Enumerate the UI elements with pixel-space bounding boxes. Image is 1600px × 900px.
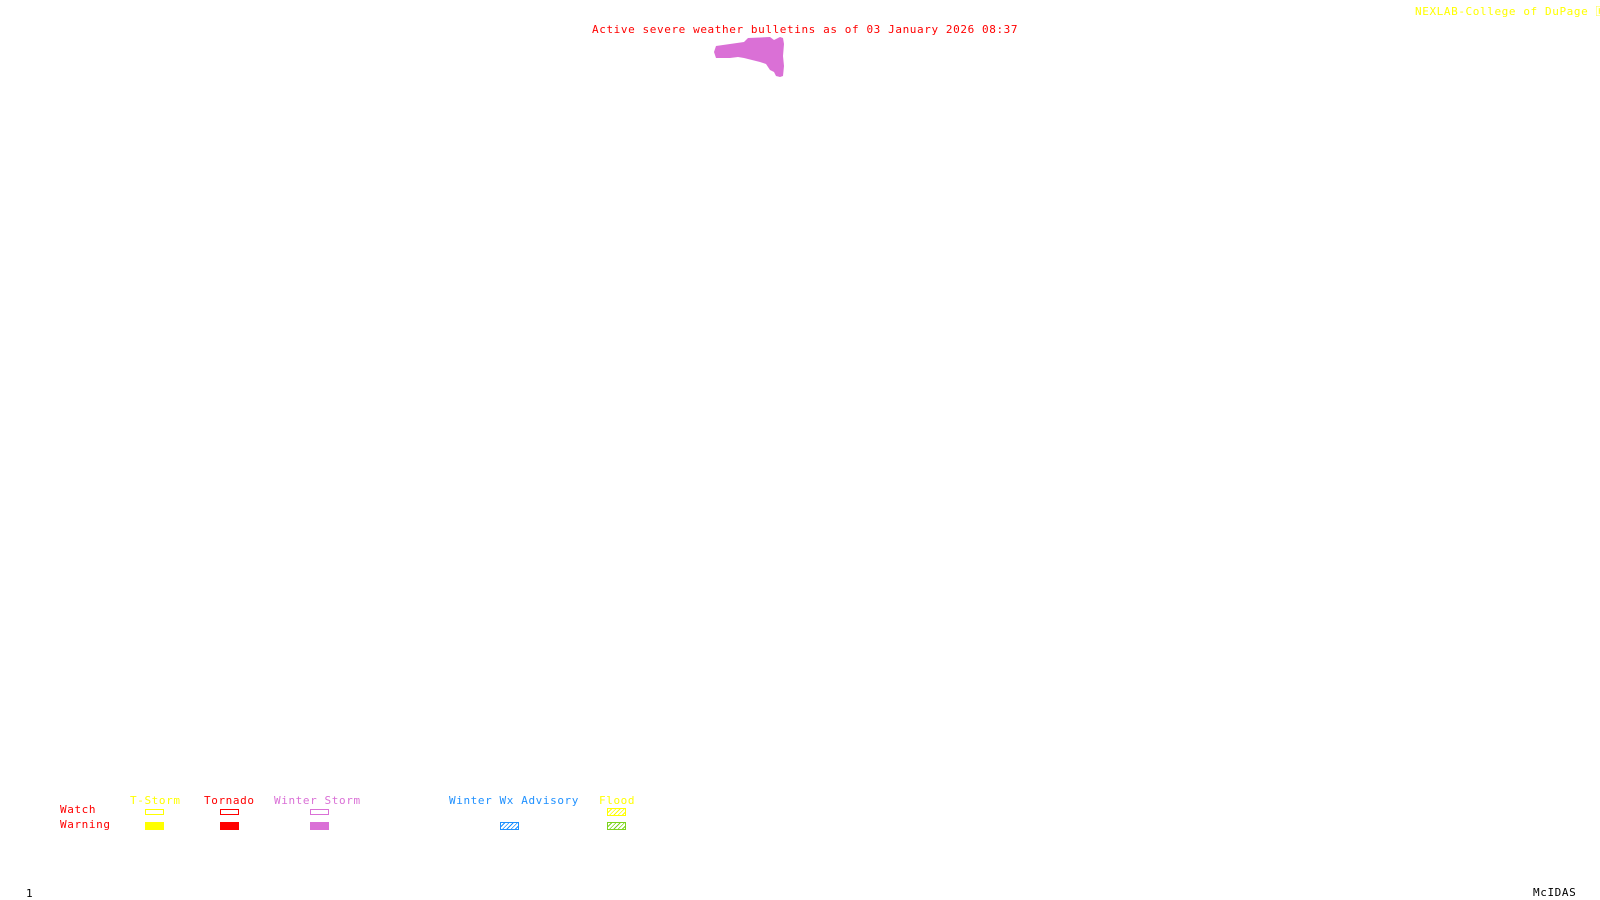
software-label: McIDAS [1533,886,1577,899]
legend-winter-wx-advisory-swatch [500,822,519,830]
legend-tstorm-label: T-Storm [130,794,181,807]
legend-winter-wx-advisory-label: Winter Wx Advisory [449,794,580,807]
legend-tornado-warning-swatch [220,822,239,830]
legend-winter-storm-warning-swatch [310,822,329,830]
winter-storm-warning-area [714,37,784,77]
legend-flood-watch-swatch [607,808,626,816]
credit-text: NEXLAB-College of DuPage [1415,5,1589,18]
legend-flood-label: Flood [599,794,636,807]
frame-number: 1 [26,887,34,900]
legend-winter-storm-label: Winter Storm [274,794,361,807]
legend-winter-storm-watch-swatch [310,809,329,815]
r-logo-icon: 🄷 [1596,5,1600,18]
legend-row-label-warning: Warning [60,818,111,831]
legend-tstorm-watch-swatch [145,809,164,815]
map-title: Active severe weather bulletins as of 03… [592,23,1019,36]
legend-tornado-watch-swatch [220,809,239,815]
credit-label: NEXLAB-College of DuPage 🄷 [1415,6,1600,18]
legend-flood-warning-swatch [607,822,626,830]
legend-row-label-watch: Watch [60,803,97,816]
legend-tstorm-warning-swatch [145,822,164,830]
legend-tornado-label: Tornado [204,794,255,807]
